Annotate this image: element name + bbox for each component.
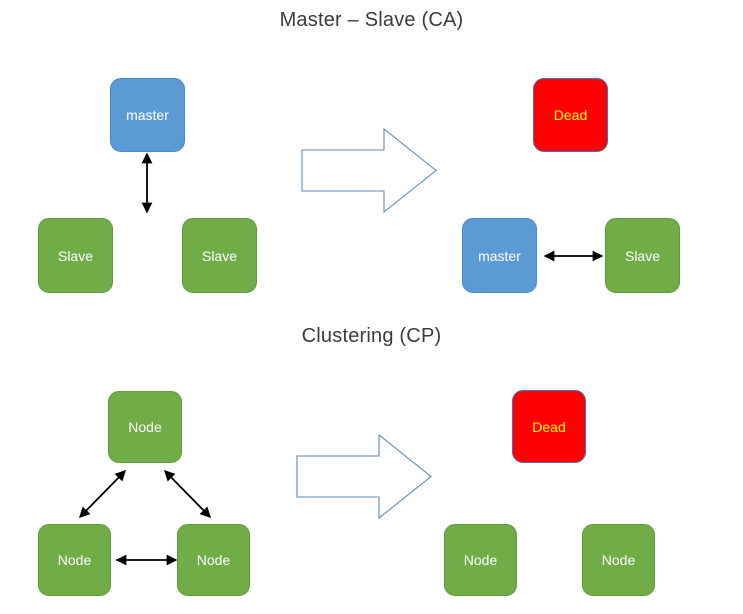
node-box-slave-surviving: Slave: [605, 218, 680, 293]
node-box-dead-master: Dead: [533, 78, 608, 152]
block-right-arrow-icon-1: [301, 127, 437, 214]
node-label: Dead: [553, 107, 588, 123]
node-label: master: [126, 107, 169, 123]
node-label: Slave: [201, 247, 238, 264]
node-box-promoted-master: master: [462, 218, 537, 293]
node-label: Node: [463, 552, 498, 568]
node-box-cluster-remaining-2: Node: [582, 524, 655, 596]
node-label: Slave: [624, 247, 661, 264]
block-right-arrow-icon-2: [296, 433, 432, 520]
node-label: Node: [128, 419, 162, 435]
arrow-master-to-slave: [141, 152, 153, 214]
node-box-cluster-top: Node: [108, 391, 182, 463]
node-box-slave-2: Slave: [182, 218, 257, 293]
node-label: Node: [601, 552, 636, 568]
node-box-cluster-remaining-1: Node: [444, 524, 517, 596]
section-title-master-slave: Master – Slave (CA): [279, 9, 464, 31]
node-box-master: master: [110, 78, 185, 152]
section-title-clustering: Clustering (CP): [301, 325, 442, 347]
node-label: Node: [57, 552, 92, 568]
node-label: master: [478, 247, 521, 264]
node-box-cluster-left: Node: [38, 524, 111, 596]
node-label: Dead: [532, 418, 566, 435]
node-label: Node: [196, 552, 231, 568]
arrow-master-slave-horizontal: [543, 250, 604, 262]
node-box-cluster-right: Node: [177, 524, 250, 596]
node-box-slave-1: Slave: [38, 218, 113, 293]
arrow-cluster-left-right: [115, 554, 178, 566]
node-box-dead-node: Dead: [512, 390, 586, 463]
node-label: Slave: [57, 247, 94, 264]
